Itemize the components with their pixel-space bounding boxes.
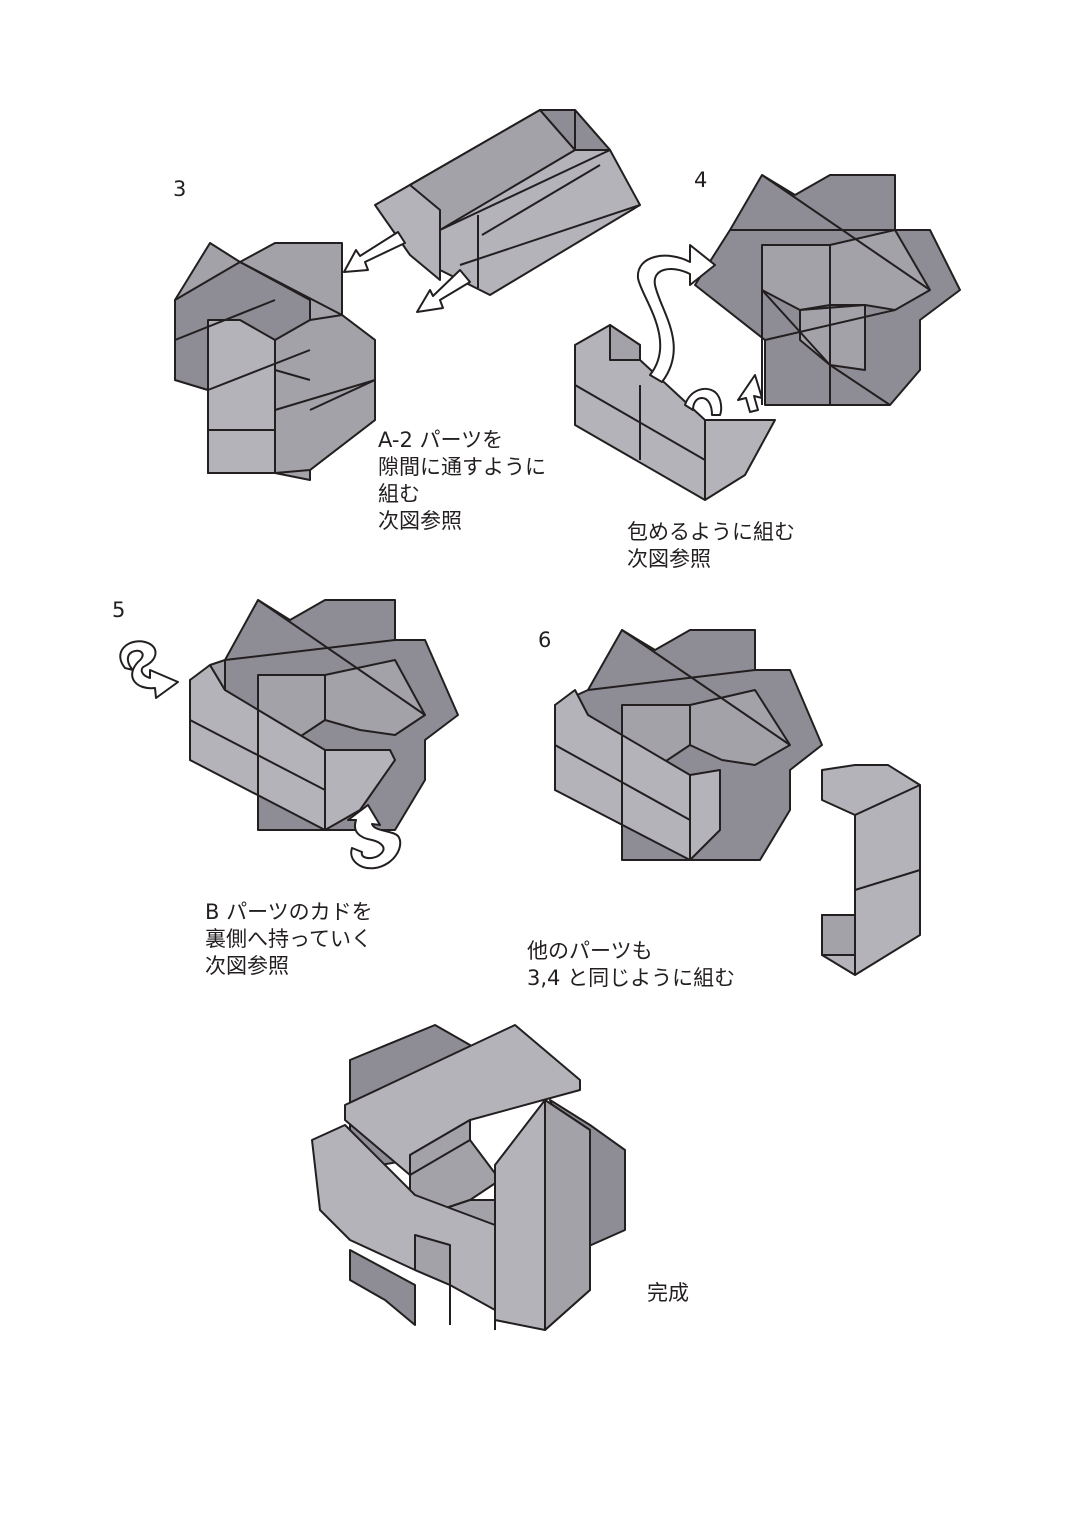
step-4-caption: 包めるように組む 次図参照	[627, 519, 795, 573]
step-6-caption-line: 3,4 と同じように組む	[527, 966, 736, 990]
step-6-assembly	[554, 629, 921, 976]
step-4-assembly	[574, 174, 961, 501]
step-5-arrow-left	[119, 640, 179, 699]
step-3-number: 3	[173, 177, 187, 201]
step-4-arrow-loop	[684, 387, 723, 416]
step-3-arrow-lower	[416, 269, 471, 313]
step-3-caption: A-2 パーツを 隙間に通すように 組む 次図参照	[378, 427, 546, 535]
step-3-assembly	[174, 109, 641, 481]
step-6-number: 6	[538, 628, 552, 652]
step-6-caption-line: 他のパーツも	[527, 939, 653, 963]
step-4-number: 4	[694, 168, 708, 192]
step-4-arrow-curve	[636, 244, 716, 383]
step-3-caption-line: 隙間に通すように	[378, 455, 546, 479]
step-3-caption-line: A-2 パーツを	[378, 428, 504, 452]
step-5-assembly	[189, 599, 459, 831]
step-6-caption: 他のパーツも 3,4 と同じように組む	[527, 938, 735, 992]
step-3-arrow-upper	[343, 231, 406, 273]
step-5-number: 5	[112, 598, 126, 622]
step-3-caption-line: 組む	[378, 482, 420, 506]
step-5-caption: B パーツのカドを 裏側へ持っていく 次図参照	[205, 899, 373, 980]
final-assembly	[311, 1024, 626, 1331]
step-4-arrow-up	[737, 374, 763, 413]
step-5-caption-line: B パーツのカドを	[205, 900, 373, 924]
final-caption: 完成	[647, 1281, 689, 1305]
step-3-caption-line: 次図参照	[378, 509, 462, 533]
step-4-caption-line: 包めるように組む	[627, 520, 795, 544]
step-5-arrow-bottom	[347, 804, 402, 870]
step-5-caption-line: 裏側へ持っていく	[205, 927, 372, 951]
step-5-caption-line: 次図参照	[205, 954, 289, 978]
step-4-caption-line: 次図参照	[627, 547, 711, 571]
